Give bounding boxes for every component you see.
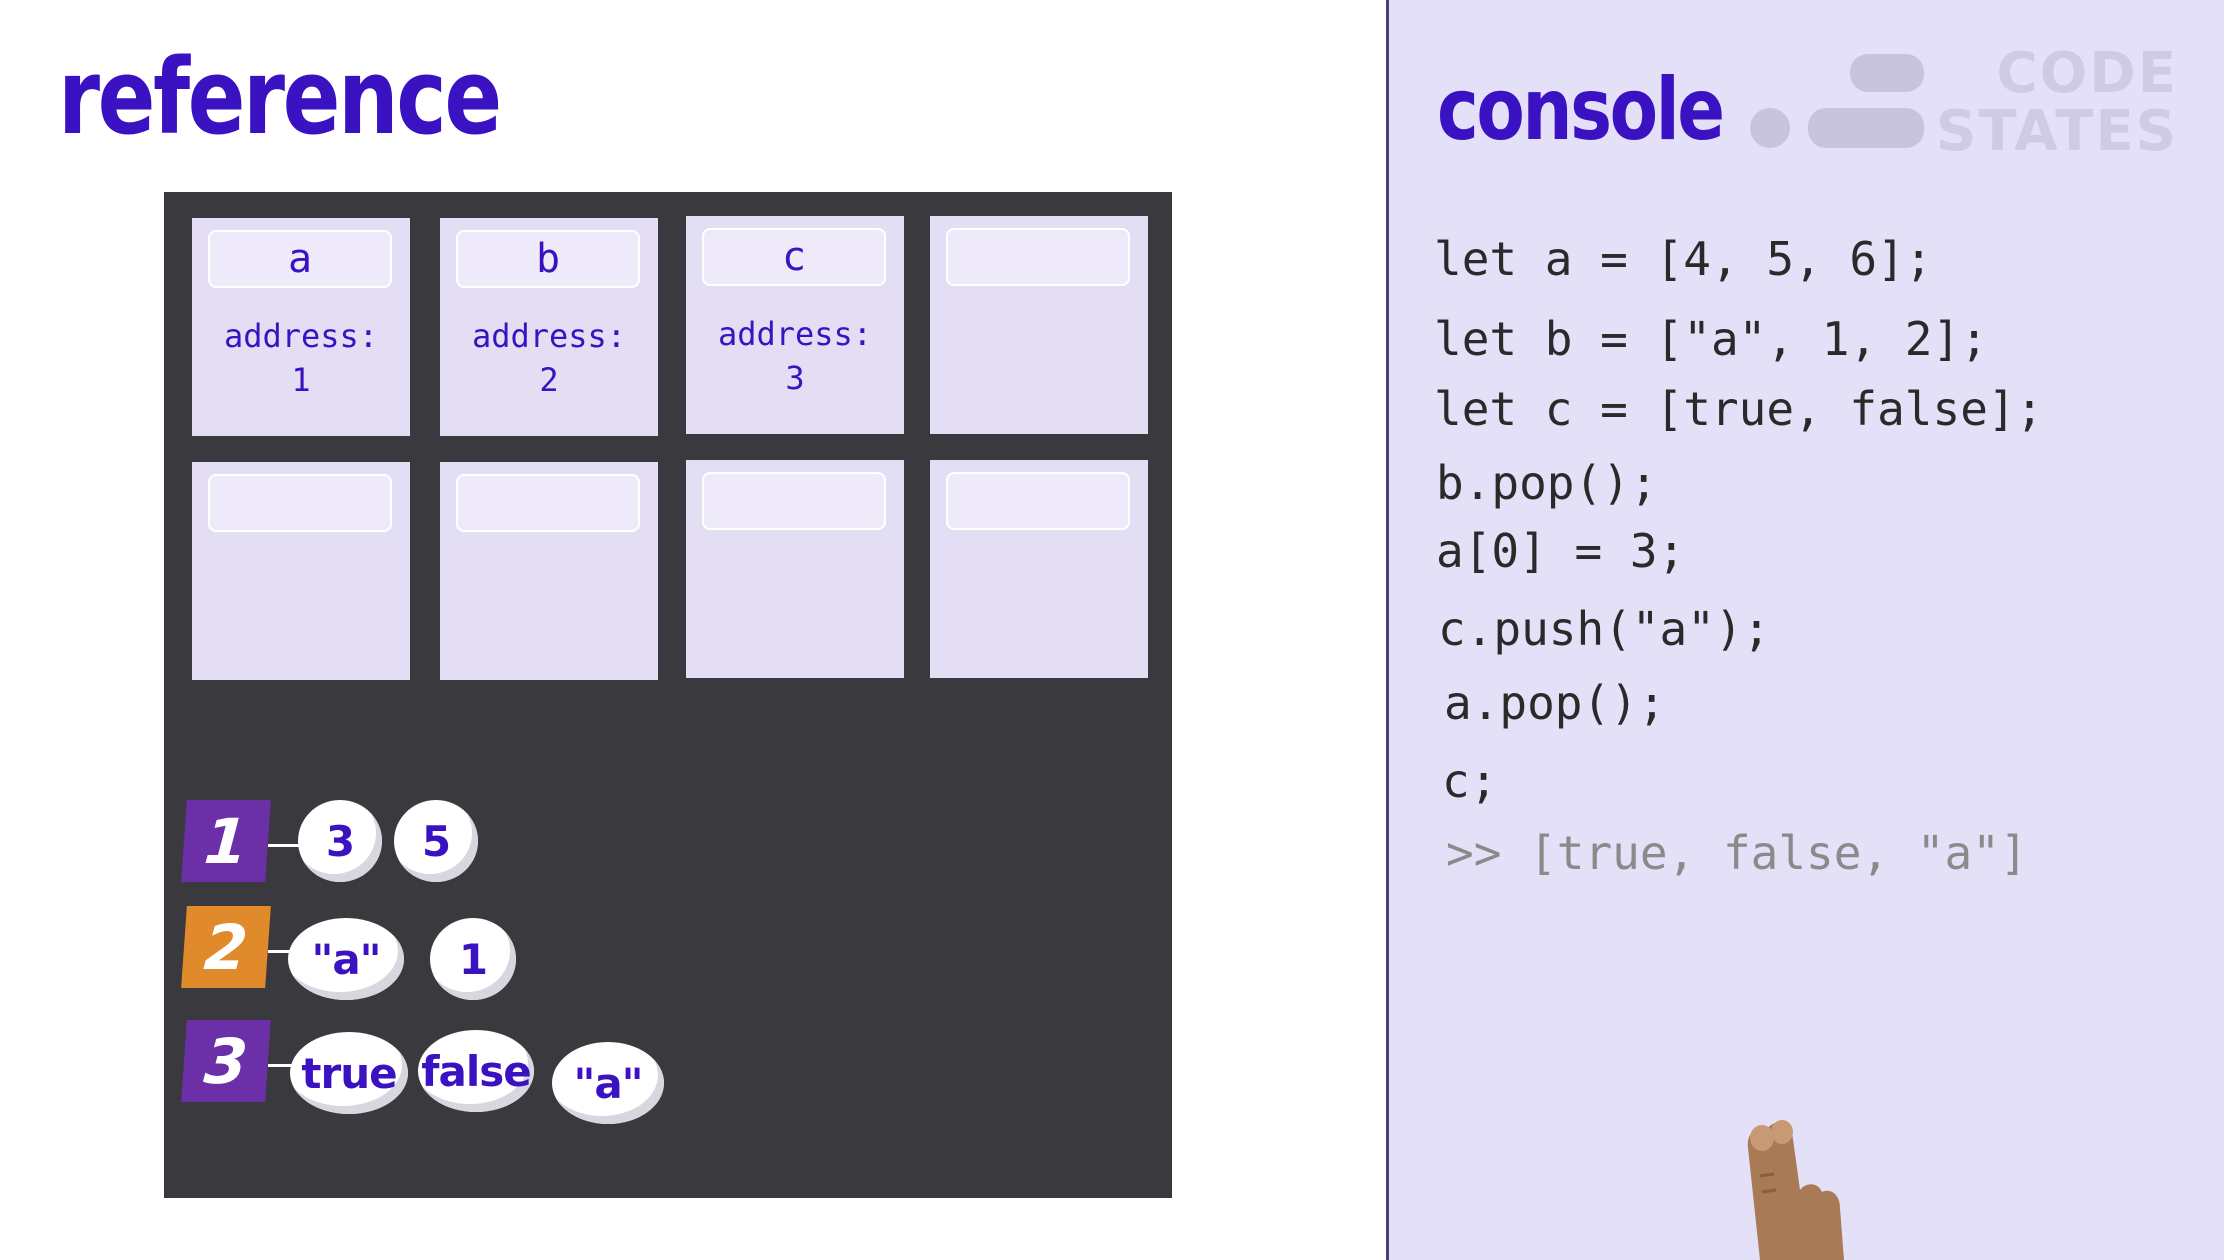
memory-cell-a: a address: 1 [192,218,410,436]
array-element: 3 [298,800,382,882]
address-value: 1 [192,358,410,402]
variable-label [946,472,1130,530]
address-badge: 3 [181,1020,271,1102]
memory-cell-c: c address: 3 [686,216,904,434]
code-line: a[0] = 3; [1436,524,1685,578]
reference-panel: reference a address: 1 b address: 2 c ad… [0,0,1386,1260]
memory-cell-b: b address: 2 [440,218,658,436]
code-line: let a = [4, 5, 6]; [1434,232,1933,286]
address-label: address: [472,317,626,355]
codestates-logo: CODE STATES [1750,46,2190,166]
heap-array-1: 1 3 5 [184,800,744,890]
memory-cell-empty [686,460,904,678]
logo-shape [1750,108,1790,148]
address-text: address: 3 [686,312,904,400]
variable-label [208,474,392,532]
variable-label: c [702,228,886,286]
array-element: "a" [288,918,404,1000]
logo-shape [1808,108,1924,148]
address-value: 3 [686,356,904,400]
logo-text-line2: STATES [1936,104,2178,160]
address-text: address: 1 [192,314,410,402]
memory-cell-empty [192,462,410,680]
memory-cell-empty [930,460,1148,678]
variable-label [456,474,640,532]
variable-label [702,472,886,530]
variable-label [946,228,1130,286]
code-line: let b = ["a", 1, 2]; [1434,312,1988,366]
code-line: c; [1442,754,1497,808]
logo-shape [1850,54,1924,92]
address-value: 2 [440,358,658,402]
heap-array-3: 3 true false "a" [184,1020,744,1110]
logo-text-line1: CODE [1997,46,2178,102]
pointing-hand-icon [1740,1118,1870,1260]
array-element: false [418,1030,534,1112]
memory-cell-empty [440,462,658,680]
array-element: 1 [430,918,516,1000]
address-text: address: 2 [440,314,658,402]
reference-title: reference [58,36,500,158]
address-label: address: [718,315,872,353]
memory-cell-empty [930,216,1148,434]
address-badge: 2 [181,906,271,988]
array-element: true [290,1032,408,1114]
array-element: 5 [394,800,478,882]
variable-label: a [208,230,392,288]
code-line: let c = [true, false]; [1434,382,2043,436]
heap-array-2: 2 "a" 1 [184,906,744,996]
console-output: >> [true, false, "a"] [1446,826,2028,880]
array-element: "a" [552,1042,664,1124]
variable-label: b [456,230,640,288]
address-badge: 1 [181,800,271,882]
address-label: address: [224,317,378,355]
code-line: a.pop(); [1444,676,1666,730]
console-title: console [1437,60,1723,160]
code-line: c.push("a"); [1438,602,1770,656]
code-line: b.pop(); [1436,456,1658,510]
